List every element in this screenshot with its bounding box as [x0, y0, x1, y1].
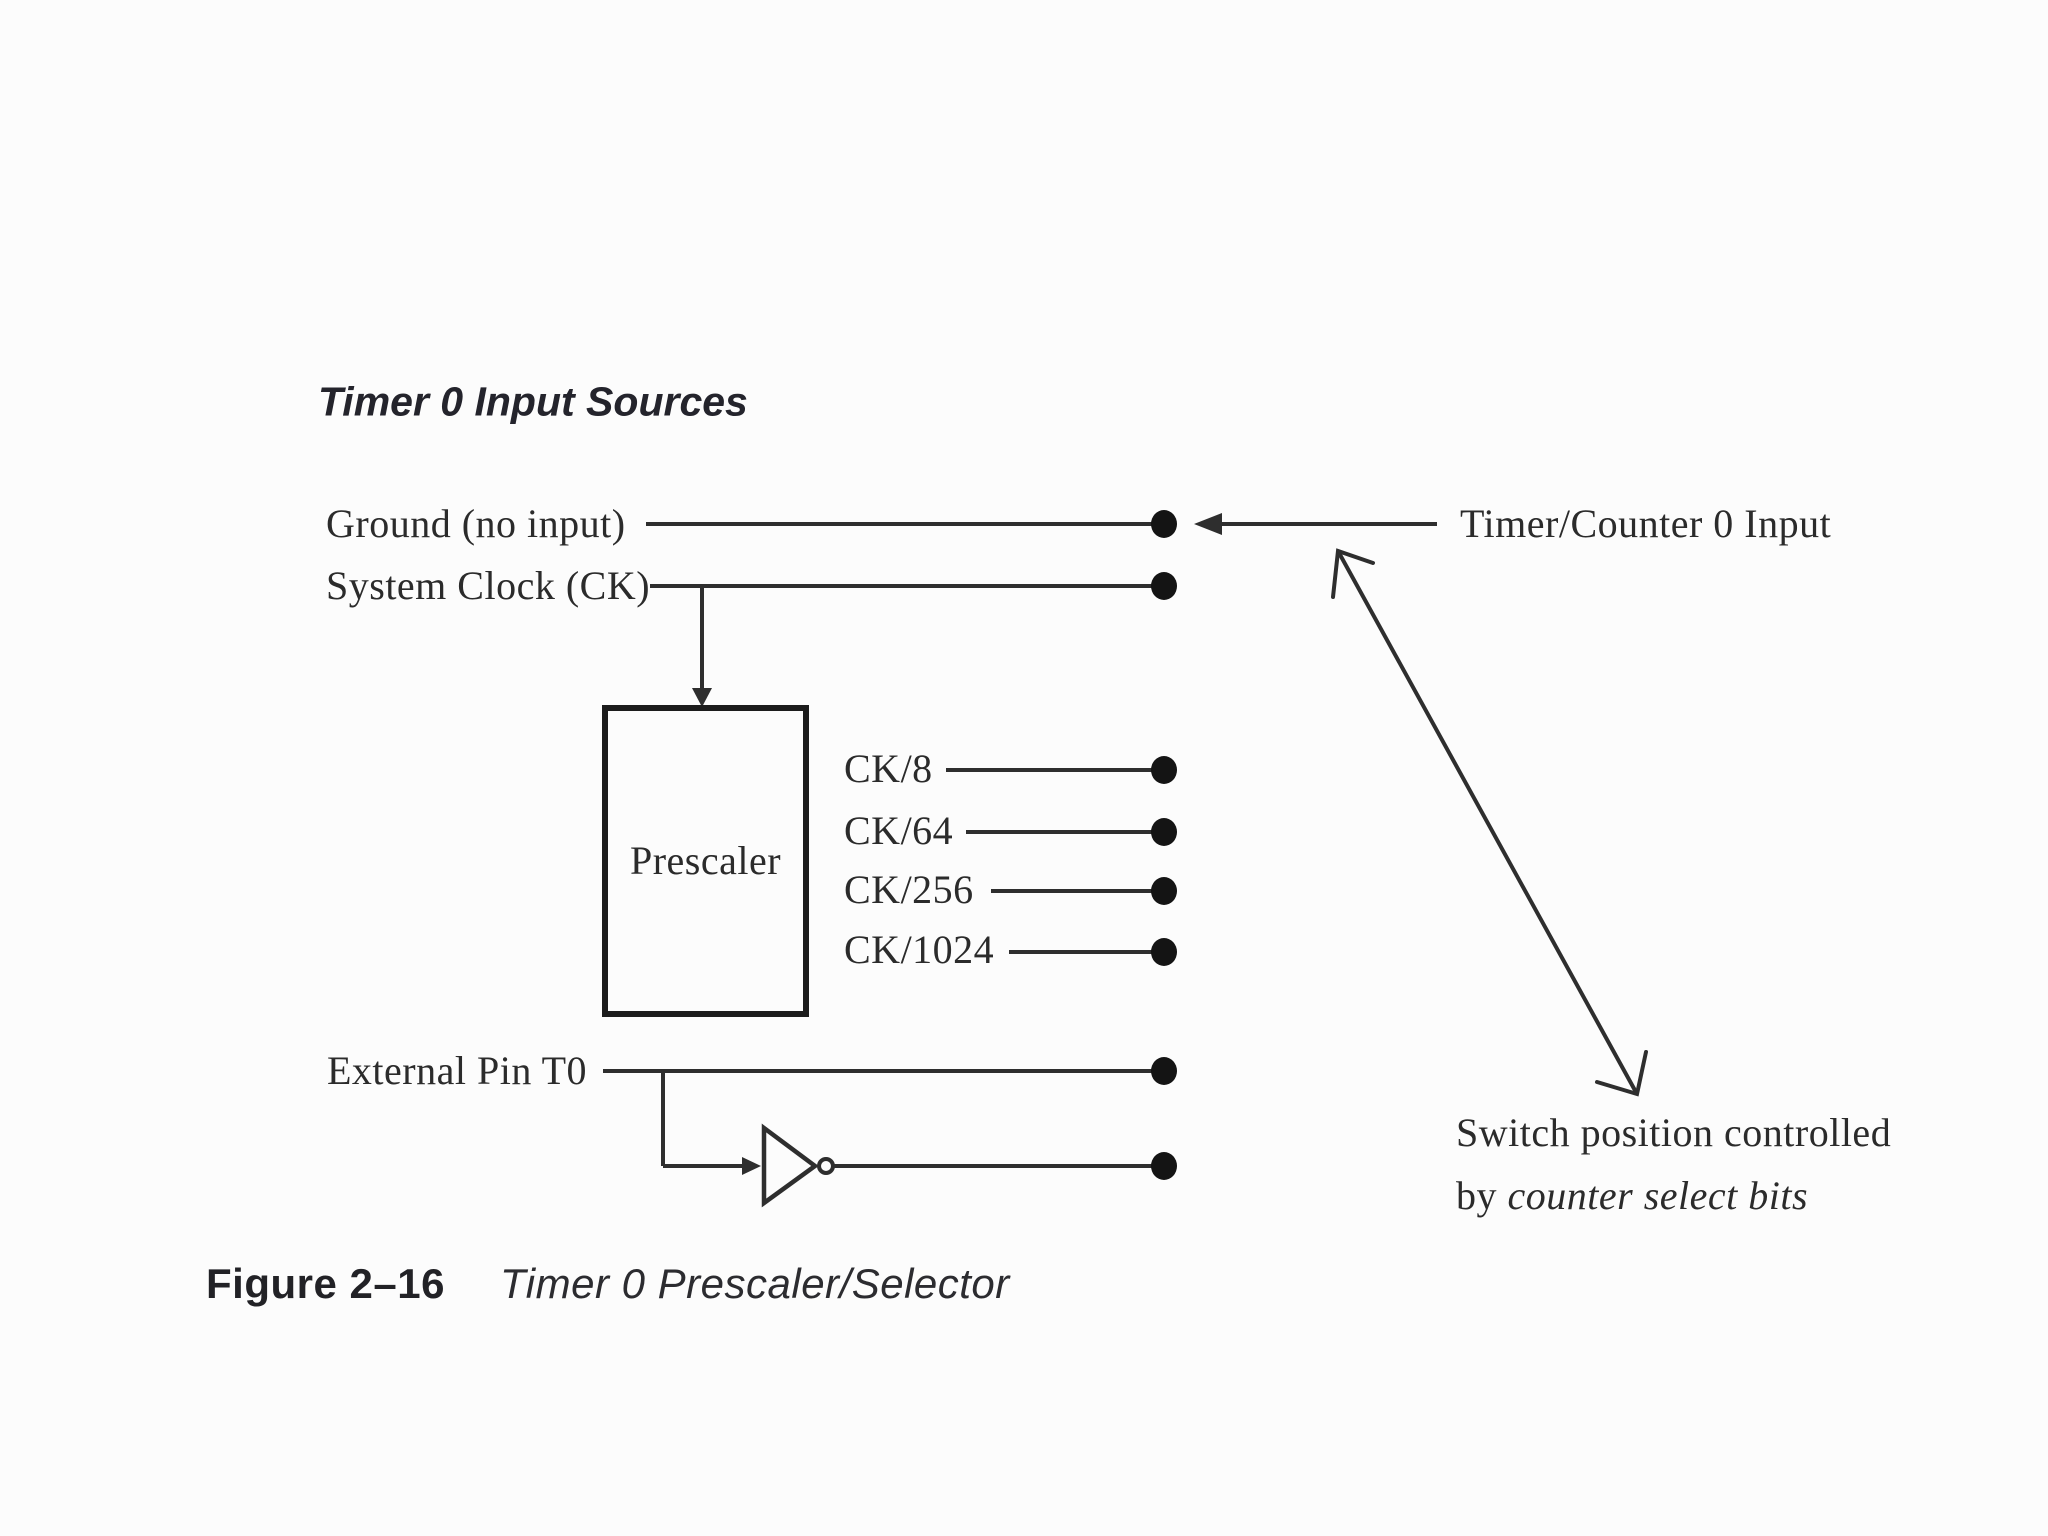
switch-annotation-line1: Switch position controlled — [1456, 1110, 1892, 1155]
ck8-node-dot — [1151, 756, 1177, 784]
inverter-input-arrowhead-icon — [742, 1157, 761, 1175]
switch-annotation-line2: by counter select bits — [1456, 1176, 1808, 1216]
prescaler-output-ck8-label: CK/8 — [844, 746, 933, 791]
prescaler-output-ck256-label: CK/256 — [844, 867, 974, 912]
prescaler-output-ck1024-label: CK/1024 — [844, 927, 995, 972]
system-clock-label: System Clock (CK) — [326, 563, 651, 608]
ck64-node-dot — [1151, 818, 1177, 846]
switch-annotation-line2-prefix: by — [1456, 1173, 1508, 1218]
figure-caption-title: Timer 0 Prescaler/Selector — [500, 1260, 1010, 1307]
prescaler-output-ck64-label: CK/64 — [844, 808, 954, 853]
external-pin-node-dot — [1151, 1057, 1177, 1085]
switch-annotation-line2-italic: counter select bits — [1507, 1173, 1809, 1218]
ground-node-dot — [1151, 510, 1177, 538]
inverter-bubble-icon — [817, 1157, 835, 1175]
timer-counter-input-label: Timer/Counter 0 Input — [1460, 501, 1832, 546]
ground-input-label: Ground (no input) — [326, 501, 626, 546]
selector-arrowhead-icon — [1194, 513, 1222, 535]
external-pin-label: External Pin T0 — [327, 1048, 588, 1093]
figure-title: Timer 0 Input Sources — [318, 378, 748, 425]
inverted-node-dot — [1151, 1152, 1177, 1180]
ck1024-node-dot — [1151, 938, 1177, 966]
figure-caption-number: Figure 2–16 — [206, 1260, 445, 1307]
switch-control-arrowhead-bottom — [1595, 1050, 1648, 1097]
prescaler-box — [602, 705, 809, 1017]
system-clock-node-dot — [1151, 572, 1177, 600]
inverter-triangle-icon — [761, 1123, 819, 1208]
switch-control-arrow-shaft — [1336, 550, 1639, 1095]
switch-control-arrowhead-top — [1331, 548, 1375, 599]
prescaler-box-label: Prescaler — [629, 838, 782, 883]
prescaler-input-arrowhead-icon — [692, 688, 712, 707]
ck256-node-dot — [1151, 877, 1177, 905]
